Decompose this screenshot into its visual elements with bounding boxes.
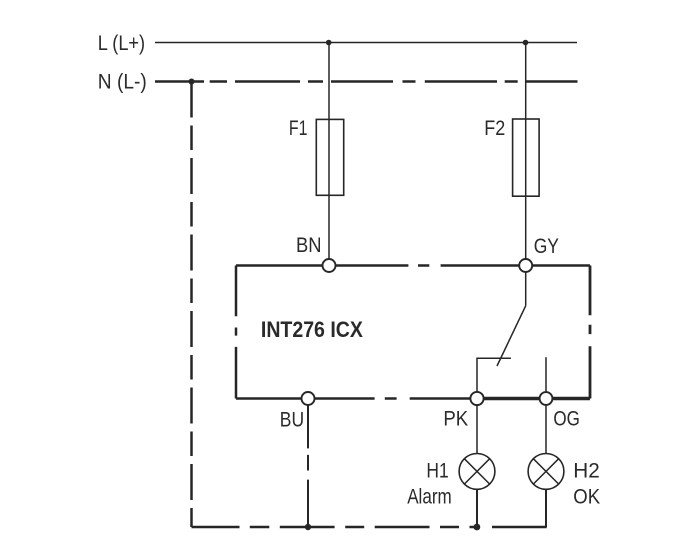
svg-text:H1: H1 [426,460,448,483]
svg-text:F1: F1 [289,117,308,140]
svg-text:BN: BN [296,234,322,257]
svg-text:F2: F2 [484,117,505,140]
svg-text:INT276 ICX: INT276 ICX [261,317,363,342]
svg-text:OG: OG [553,407,580,430]
svg-text:GY: GY [534,235,559,258]
svg-text:BU: BU [280,408,304,431]
svg-text:N (L-): N (L-) [98,70,147,93]
svg-text:OK: OK [573,486,600,509]
svg-text:PK: PK [443,407,468,430]
svg-text:H2: H2 [573,460,600,483]
svg-text:L (L+): L (L+) [98,32,145,55]
svg-text:Alarm: Alarm [407,486,452,509]
